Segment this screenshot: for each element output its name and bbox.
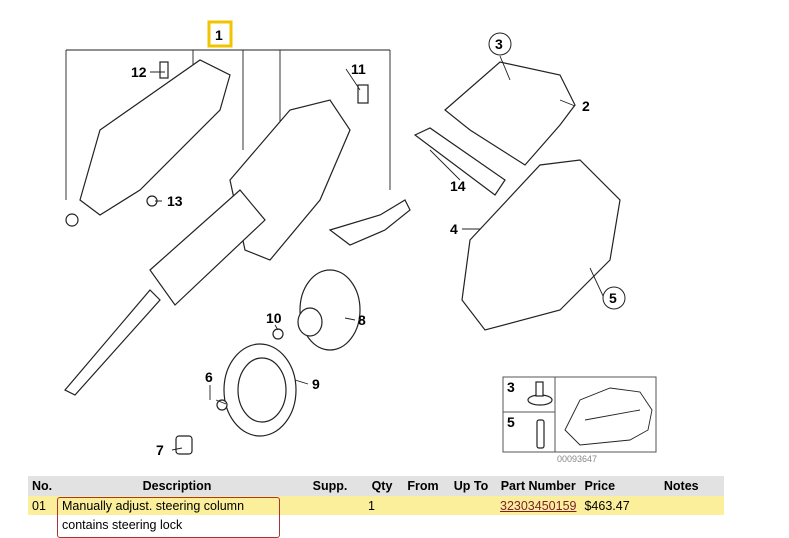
- table-row: contains steering lock: [28, 515, 724, 534]
- part-number-link[interactable]: 32303450159: [500, 498, 577, 513]
- cell-no: [28, 515, 58, 534]
- cell-notes: [638, 496, 724, 515]
- table-row[interactable]: 01 Manually adjust. steering column 1 32…: [28, 496, 724, 515]
- callout-12[interactable]: 12: [131, 64, 147, 80]
- callout-2[interactable]: 2: [582, 98, 590, 114]
- callout-7[interactable]: 7: [156, 442, 164, 458]
- callout-9[interactable]: 9: [312, 376, 320, 392]
- callout-10[interactable]: 10: [266, 310, 282, 326]
- cell-price: $463.47: [580, 496, 639, 515]
- table-header-row: No. Description Supp. Qty From Up To Par…: [28, 476, 724, 496]
- cell-description: contains steering lock: [62, 517, 183, 532]
- callout-8[interactable]: 8: [358, 312, 366, 328]
- callout-5[interactable]: 5: [609, 290, 617, 306]
- header-no: No.: [28, 476, 58, 496]
- parts-diagram: 1 2 3 4 5 6 7 8 9 10 11 12 13 14 3 5 000…: [64, 20, 657, 464]
- trim-panels: [413, 61, 621, 331]
- inset-image-code: 00093647: [557, 454, 597, 464]
- car-icon: [564, 387, 653, 446]
- callout-1-highlight: [207, 20, 233, 48]
- inset-panel: 3 5 00093647: [502, 376, 657, 464]
- header-qty: Qty: [364, 476, 400, 496]
- cell-up-to: [446, 496, 496, 515]
- cell-description: Manually adjust. steering column: [58, 496, 296, 515]
- cell-qty: 1: [364, 496, 400, 515]
- callout-4[interactable]: 4: [450, 221, 458, 237]
- header-part-number: Part Number: [496, 476, 581, 496]
- inset-label-5: 5: [507, 414, 515, 430]
- parts-table: No. Description Supp. Qty From Up To Par…: [28, 476, 724, 534]
- inset-label-3: 3: [507, 379, 515, 395]
- callout-13[interactable]: 13: [167, 193, 183, 209]
- leader-lines: [150, 55, 605, 451]
- header-notes: Notes: [638, 476, 724, 496]
- cell-no: 01: [28, 496, 58, 515]
- cell-from: [400, 496, 446, 515]
- header-up-to: Up To: [446, 476, 496, 496]
- callout-6[interactable]: 6: [205, 369, 213, 385]
- steering-column-part: [64, 59, 411, 455]
- callout-1-bracket: [65, 49, 391, 200]
- header-description: Description: [58, 476, 296, 496]
- header-from: From: [400, 476, 446, 496]
- header-price: Price: [580, 476, 639, 496]
- callout-1[interactable]: 1: [215, 27, 223, 43]
- callout-11[interactable]: 11: [351, 61, 366, 77]
- callout-14[interactable]: 14: [450, 178, 466, 194]
- callout-3[interactable]: 3: [495, 36, 503, 52]
- header-supp: Supp.: [296, 476, 364, 496]
- cell-supp: [296, 496, 364, 515]
